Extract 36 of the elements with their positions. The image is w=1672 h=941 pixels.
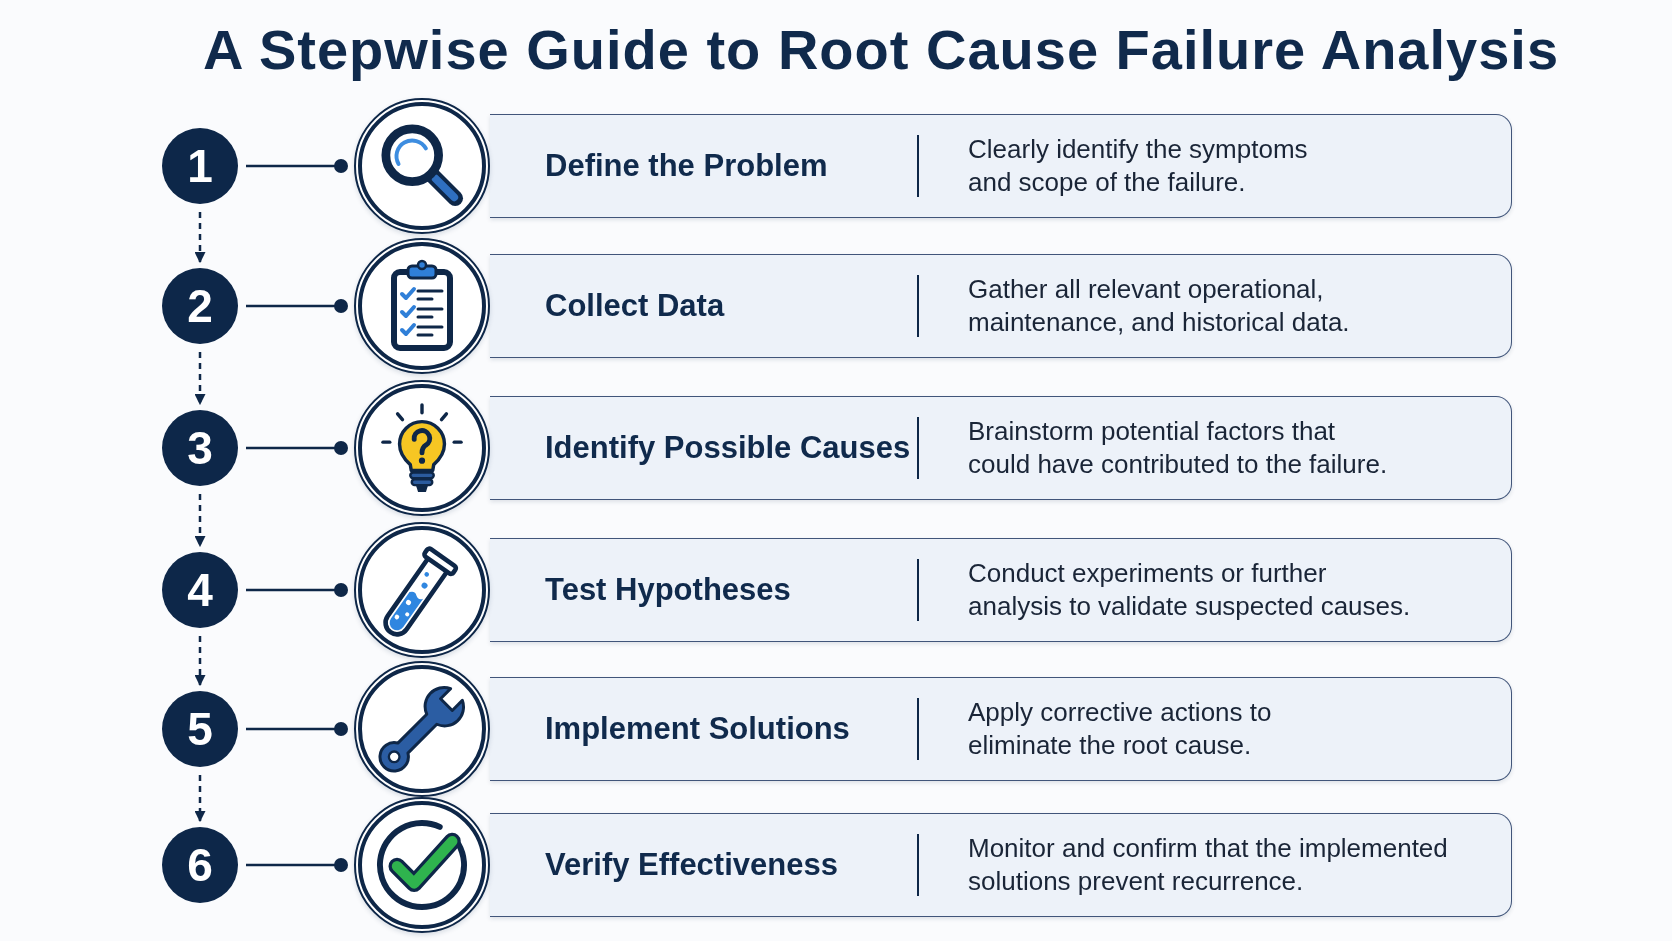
diagram-title: A Stepwise Guide to Root Cause Failure Analysis (203, 17, 1560, 83)
connector-line (246, 858, 348, 872)
step-card (490, 538, 1512, 642)
step-title: Verify Effectiveness (545, 847, 838, 882)
connector-line (246, 441, 348, 455)
step-number: 1 (187, 143, 213, 189)
step-number: 6 (187, 842, 213, 888)
step-title: Test Hypotheses (545, 572, 791, 607)
step-title: Collect Data (545, 288, 725, 323)
step-title: Identify Possible Causes (545, 430, 911, 465)
step-number: 2 (187, 283, 213, 329)
connector-line (246, 583, 348, 597)
connector-line (246, 299, 348, 313)
connector-line (246, 722, 348, 736)
step-number: 4 (187, 567, 213, 613)
step-description: Apply corrective actions to eliminate the root cause. (968, 696, 1273, 762)
dashed-arrow (194, 775, 206, 823)
step-description: Clearly identify the symptoms and scope of the failure. (968, 133, 1309, 199)
step-card (490, 254, 1512, 358)
step-description: Monitor and confirm that the implemented solutions prevent recurrence. (968, 832, 1449, 898)
step-card (490, 396, 1512, 500)
dashed-arrow (194, 212, 206, 264)
step-card (490, 677, 1512, 781)
step-description: Brainstorm potential factors that could have contributed to the failure. (968, 415, 1389, 481)
step-title: Implement Solutions (545, 711, 850, 746)
connector-line (246, 159, 348, 173)
dashed-arrow (194, 352, 206, 406)
dashed-arrow (194, 636, 206, 687)
step-description: Conduct experiments or further analysis to validate suspected causes. (968, 557, 1412, 623)
step-description: Gather all relevant operational, maintenance, and historical data. (968, 273, 1351, 339)
step-number: 3 (187, 425, 213, 471)
dashed-arrow (194, 494, 206, 548)
step-card (490, 114, 1512, 218)
step-card (490, 813, 1512, 917)
step-title: Define the Problem (545, 148, 828, 183)
step-number: 5 (187, 706, 213, 752)
